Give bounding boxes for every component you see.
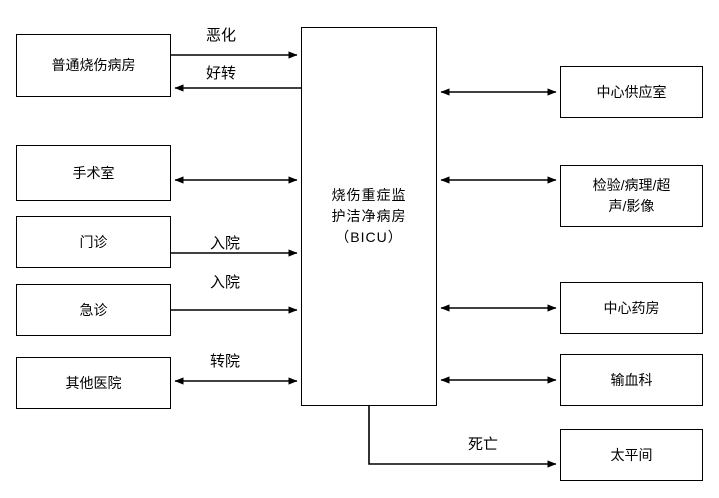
node-bicu[interactable]: 烧伤重症监 护洁净病房 （BICU） [301,27,437,406]
node-operating-room[interactable]: 手术室 [16,145,171,201]
edge-bicu-to-mortuary [368,406,557,468]
edge-label-worsen: 恶化 [206,27,237,44]
edge-label-admission-outpatient: 入院 [210,235,241,252]
node-emergency[interactable]: 急诊 [16,284,171,336]
node-lab-pathology-ultrasound-imaging[interactable]: 检验/病理/超 声/影像 [560,165,703,227]
node-outpatient[interactable]: 门诊 [16,216,171,268]
node-central-supply-room[interactable]: 中心供应室 [560,66,703,118]
node-other-hospitals[interactable]: 其他医院 [16,357,171,409]
node-central-pharmacy[interactable]: 中心药房 [560,282,703,334]
edge-label-admission-emergency: 入院 [210,274,241,291]
edge-label-transfer: 转院 [210,353,241,370]
node-mortuary[interactable]: 太平间 [560,429,703,481]
edge-label-improve: 好转 [206,65,237,82]
node-general-burn-ward[interactable]: 普通烧伤病房 [16,34,171,97]
node-blood-transfusion-dept[interactable]: 输血科 [560,354,703,406]
edge-label-death: 死亡 [468,436,499,453]
